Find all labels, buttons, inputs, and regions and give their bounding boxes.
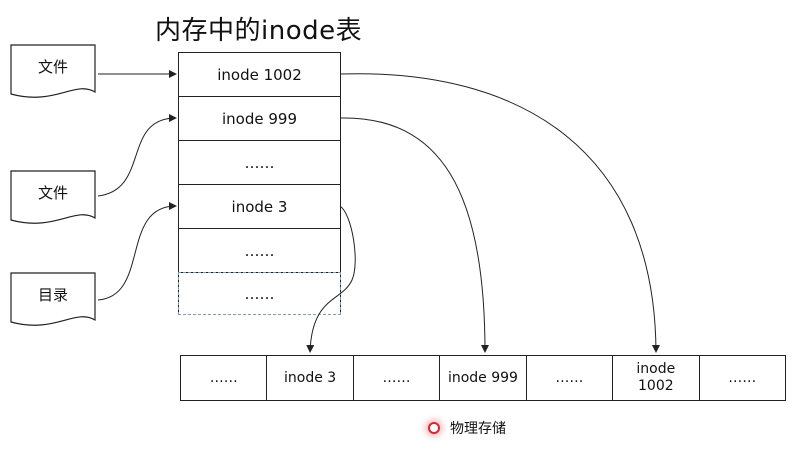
storage-block[interactable]: ……	[527, 356, 614, 400]
legend: 物理存储	[428, 418, 506, 438]
inode-row-3[interactable]: inode 3	[179, 185, 340, 229]
source-label: 文件	[37, 58, 68, 76]
arrow-inode-3-to-storage	[306, 205, 356, 353]
document-shape-icon	[10, 272, 96, 326]
storage-block-inode-1002[interactable]: inode 1002	[613, 356, 700, 400]
storage-block-inode-999[interactable]: inode 999	[440, 356, 527, 400]
arrow-dir-to-inode-3	[97, 202, 177, 301]
source-label: 文件	[37, 184, 68, 202]
arrow-inode-1002-to-storage	[339, 73, 660, 353]
inode-row-ellipsis[interactable]: ……	[179, 141, 340, 185]
legend-label: 物理存储	[450, 421, 506, 437]
inode-row-1002[interactable]: inode 1002	[179, 53, 340, 97]
storage-block-inode-3[interactable]: inode 3	[267, 356, 354, 400]
storage-block[interactable]: ……	[728, 369, 757, 386]
document-shape-icon	[10, 170, 96, 224]
storage-block[interactable]: ……	[181, 356, 268, 400]
arrow-inode-999-to-storage	[339, 117, 489, 353]
physical-storage-blocks: …… inode 3 …… inode 999 …… inode 1002 ……	[180, 355, 786, 401]
record-dot-icon	[428, 422, 440, 434]
source-label: 目录	[37, 286, 68, 304]
page-title: 内存中的inode表	[155, 16, 363, 46]
storage-block[interactable]: ……	[354, 356, 441, 400]
source-file-2[interactable]: 文件	[10, 170, 96, 228]
inode-row-999[interactable]: inode 999	[179, 97, 340, 141]
source-directory[interactable]: 目录	[10, 272, 96, 330]
document-shape-icon	[10, 44, 96, 98]
arrow-file2-to-inode-999	[97, 114, 177, 197]
inode-table: inode 1002 inode 999 …… inode 3 …… ……	[178, 52, 341, 315]
source-file-1[interactable]: 文件	[10, 44, 96, 102]
